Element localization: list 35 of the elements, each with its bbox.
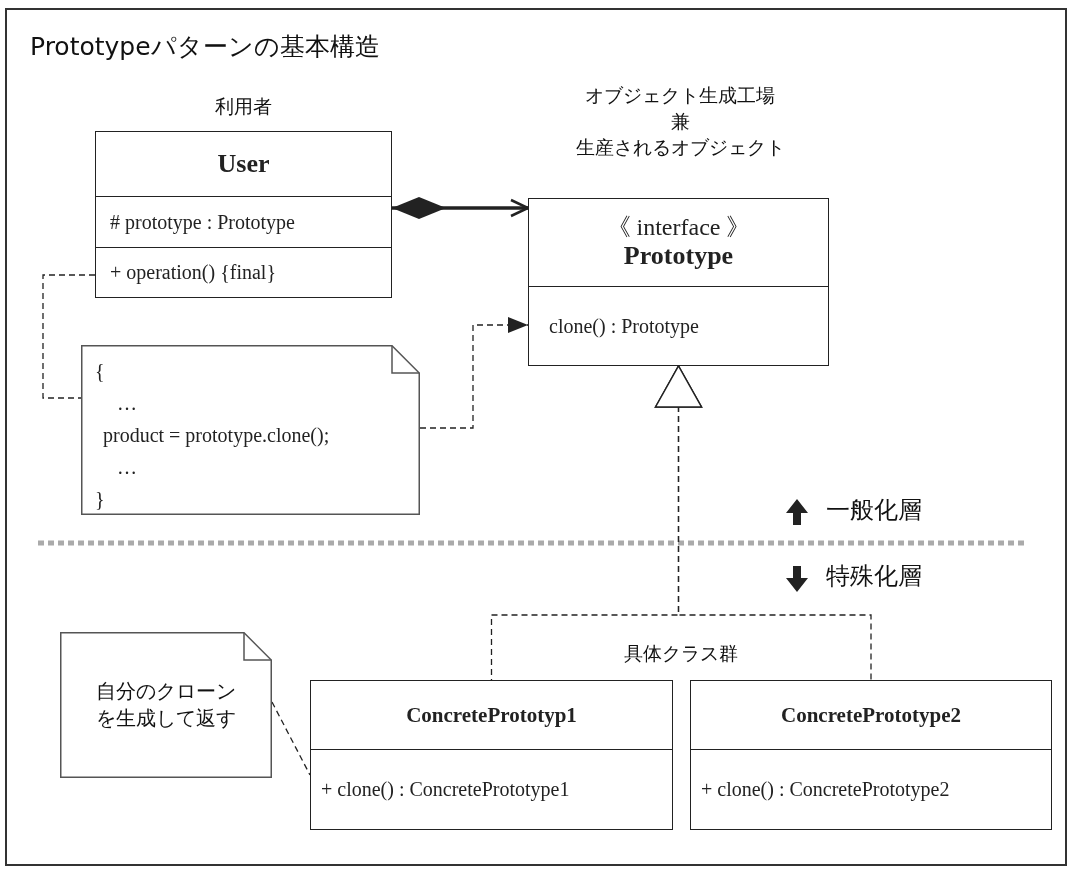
stereotype-text: 《 interface 》 <box>606 213 751 242</box>
class-box <box>528 198 829 366</box>
code-line: } <box>95 487 105 512</box>
class-name: ConcretePrototyp1 <box>406 702 577 728</box>
code-line: … <box>116 455 137 480</box>
role-caption: 利用者 <box>214 95 272 118</box>
arrow <box>419 317 529 429</box>
attribute-text: # prototype : Prototype <box>110 210 295 234</box>
method-text: clone() : Prototype <box>549 314 699 338</box>
arrow <box>392 197 530 219</box>
method-text: + clone() : ConcretePrototype1 <box>321 778 570 801</box>
class-box <box>690 680 1052 830</box>
layer-label: 特殊化層 <box>826 562 922 591</box>
arrow <box>654 365 872 681</box>
note-text: 自分のクローンを生成して返す <box>96 678 236 732</box>
group-label: 具体クラス群 <box>624 642 738 665</box>
class-name: User <box>217 149 270 179</box>
method-text: + operation() {final} <box>110 261 276 284</box>
class-box <box>310 680 673 830</box>
code-line: … <box>116 391 137 416</box>
code-line: { <box>95 359 105 384</box>
method-text: + clone() : ConcretePrototype2 <box>701 778 950 801</box>
diagram-title: Prototypeパターンの基本構造 <box>30 31 380 63</box>
class-name: Prototype <box>623 241 734 272</box>
role-caption: 生産されるオブジェクト <box>575 136 785 159</box>
code-note <box>81 345 420 515</box>
comment-note <box>60 632 272 778</box>
connector-line <box>42 274 96 399</box>
role-caption: 兼 <box>670 110 690 133</box>
code-line: product = prototype.clone(); <box>102 423 330 449</box>
layer-label: 一般化層 <box>826 496 922 525</box>
role-caption: オブジェクト生成工場 <box>585 84 775 107</box>
class-name: ConcretePrototype2 <box>781 702 961 728</box>
connector-line <box>271 701 311 776</box>
class-box <box>95 131 392 298</box>
